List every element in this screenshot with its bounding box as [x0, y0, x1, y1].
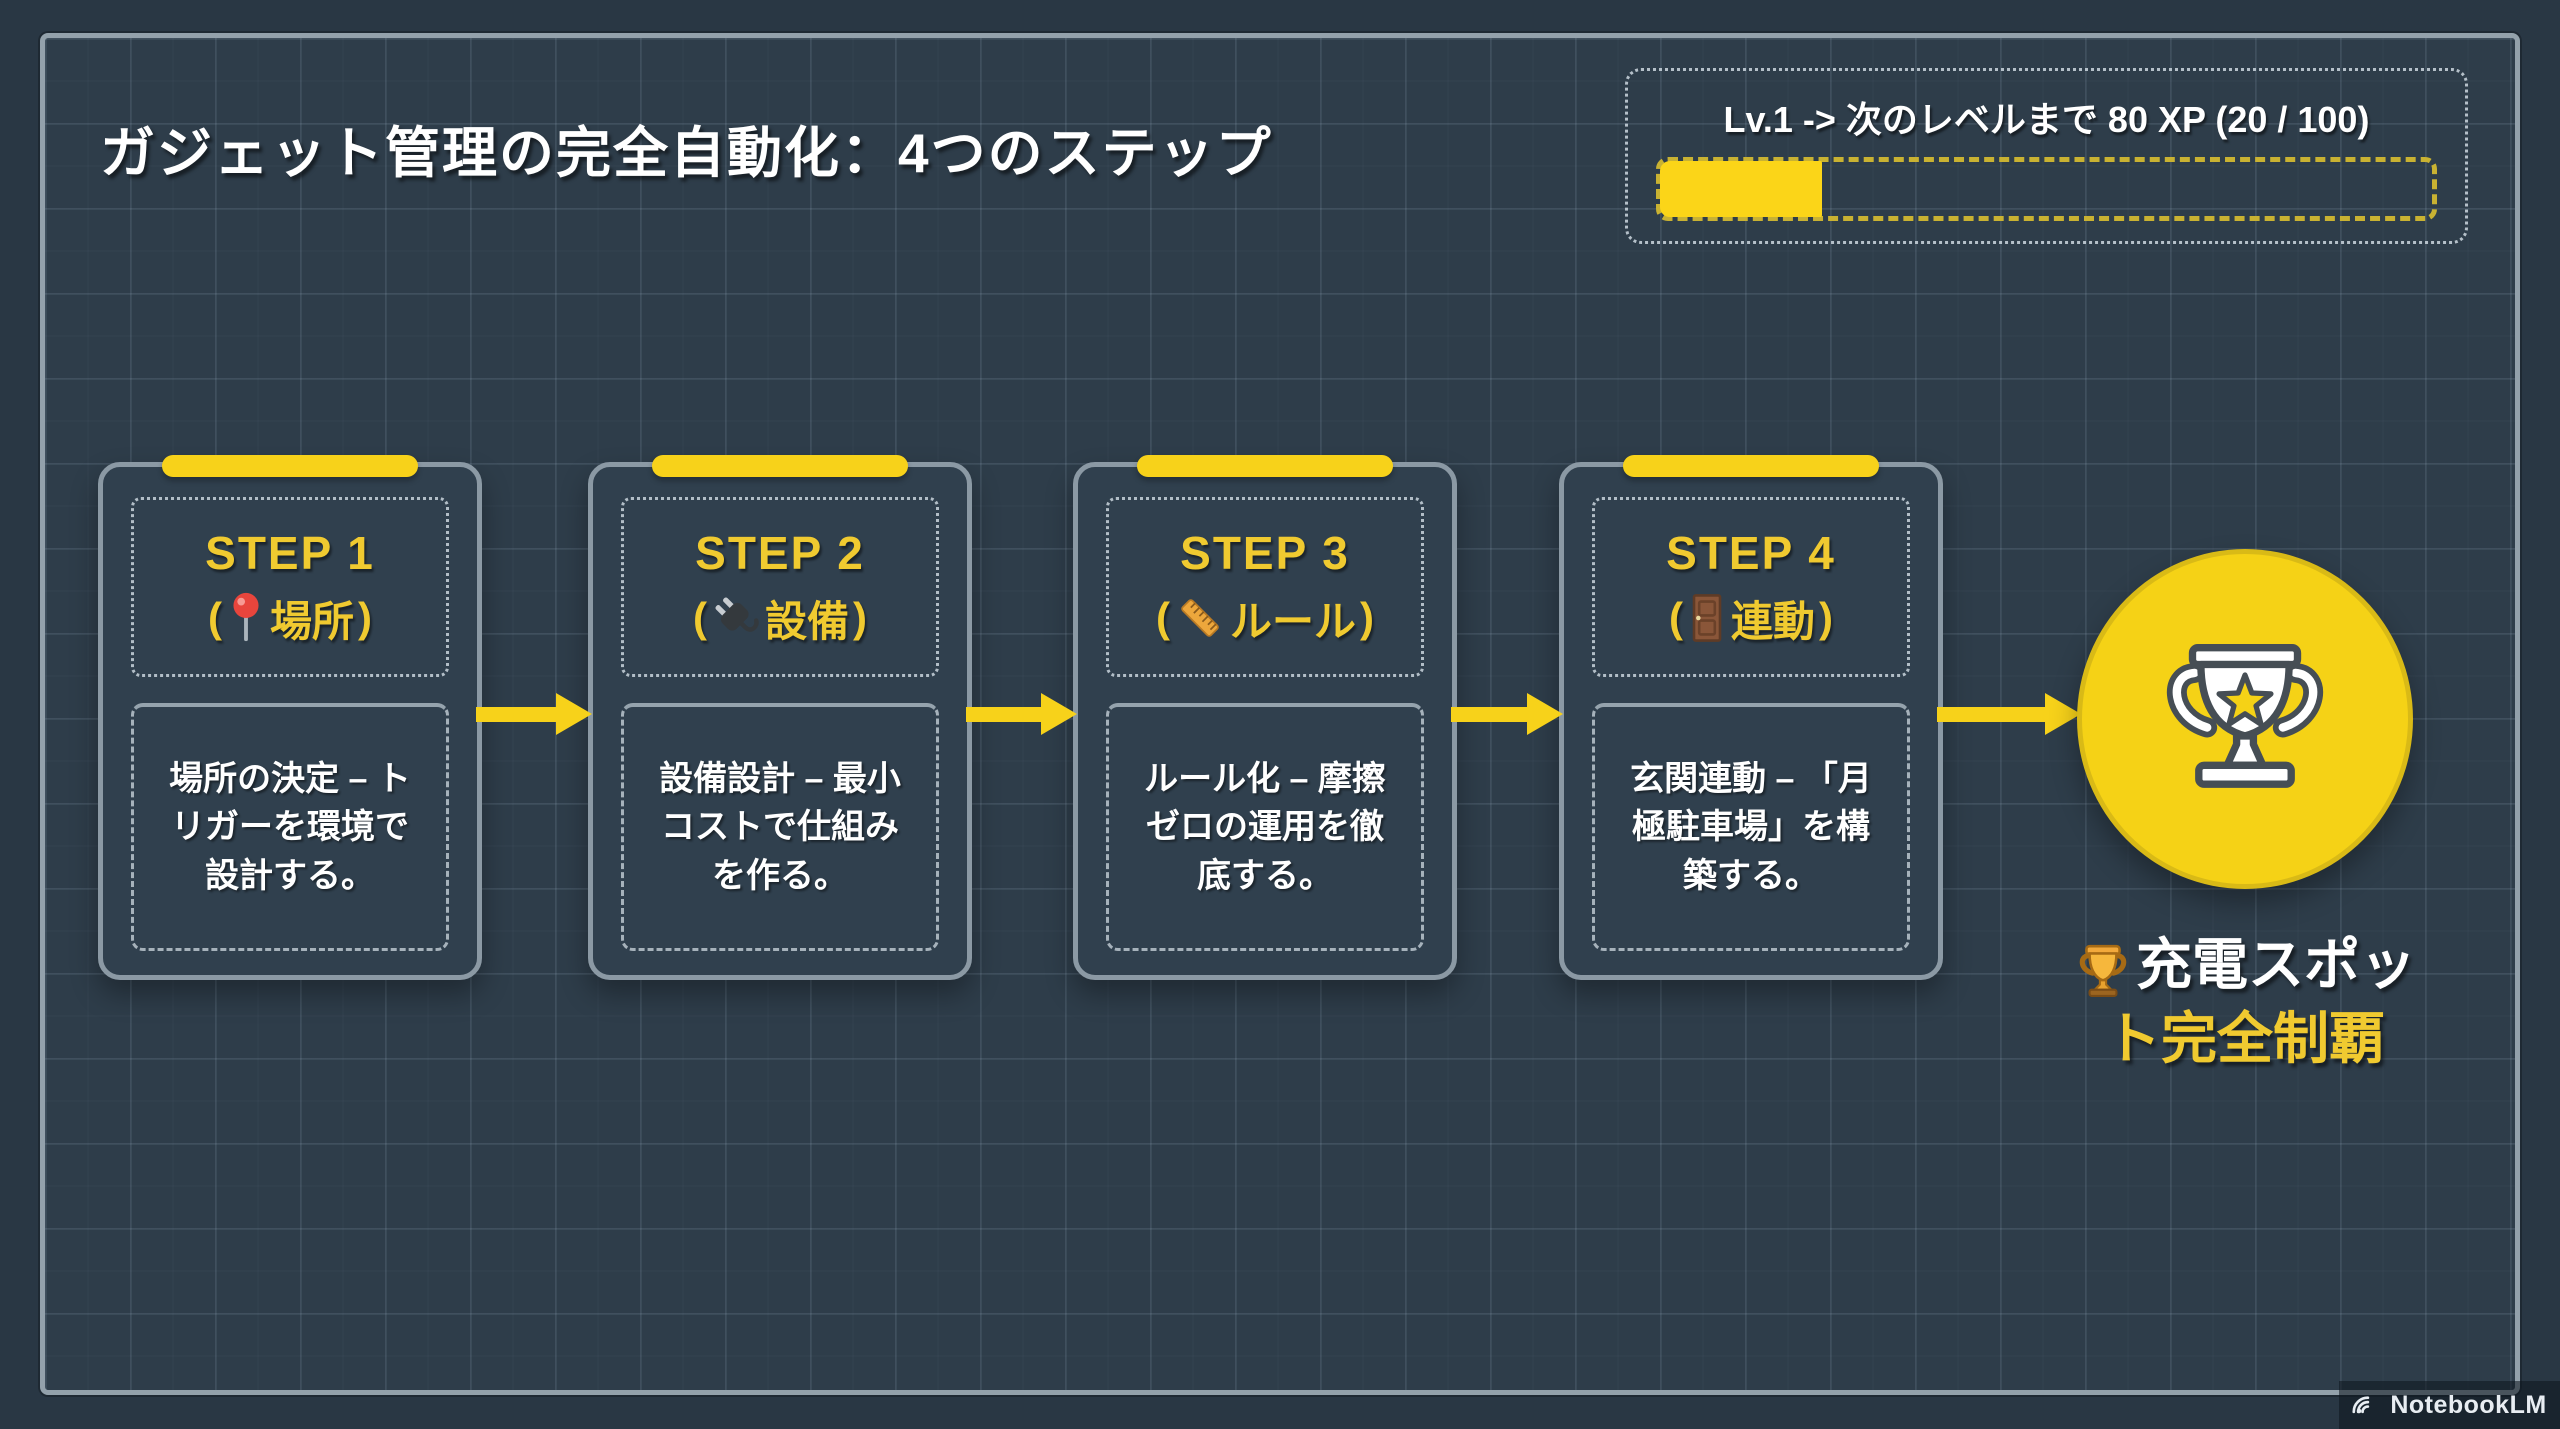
plug-icon [711, 593, 761, 643]
step-2-label: STEP 2 [695, 526, 865, 579]
card-top-pill [162, 455, 418, 477]
keyword-text: ルール [1229, 597, 1356, 645]
card-top-pill [1137, 455, 1393, 477]
notebooklm-logo-icon [2352, 1390, 2382, 1421]
step-3-description: ルール化 – 摩擦ゼロの運用を徹底する。 [1106, 703, 1424, 951]
trophy-emoji-icon [2074, 928, 2132, 1002]
paren-open: ( [1155, 594, 1170, 641]
step-card-4: STEP 4 ( 連動 ) 玄関連動 – 「月極駐車場」を構築する。 [1559, 455, 1943, 980]
ruler-icon [1174, 592, 1226, 644]
step-3-label: STEP 3 [1180, 526, 1350, 579]
trophy-badge-icon [2140, 612, 2350, 827]
step-2-keyword: ( 設備 ) [693, 588, 867, 649]
step-card-2: STEP 2 ( 設備 ) 設備設計 – [588, 455, 972, 980]
paren-open: ( [692, 594, 707, 641]
keyword-text: 連動 [1730, 597, 1815, 645]
step-3-body-text: ルール化 – 摩擦ゼロの運用を徹底する。 [1144, 760, 1386, 895]
step-4-keyword: ( 連動 ) [1669, 588, 1833, 649]
flow-arrow-2 [966, 688, 1077, 740]
flow-arrow-3 [1451, 688, 1563, 740]
step-2-description: 設備設計 – 最小コストで仕組みを作る。 [621, 703, 939, 951]
paren-close: ) [1360, 594, 1374, 641]
step-1-header: STEP 1 ( 場所 ) [131, 497, 449, 677]
card-top-pill [1623, 455, 1879, 477]
paren-close: ) [358, 594, 372, 641]
step-1-keyword: ( 場所 ) [208, 588, 372, 649]
door-icon [1687, 592, 1727, 644]
goal-caption-line2: ト完全制覇 [2105, 1006, 2385, 1070]
step-1-description: 場所の決定 – トリガーを環境で設計する。 [131, 703, 449, 951]
paren-open: ( [207, 594, 222, 641]
keyword-text: 場所 [269, 597, 354, 645]
watermark: NotebookLM [2339, 1381, 2560, 1429]
trophy-badge [2077, 549, 2413, 889]
flow-arrow-1 [476, 688, 592, 740]
step-1-body-text: 場所の決定 – トリガーを環境で設計する。 [169, 760, 411, 895]
page-title: ガジェット管理の完全自動化：4つのステップ [100, 122, 1273, 184]
step-card-1: STEP 1 ( 場所 ) 場所の決定 – トリガーを環境で設計する。 [98, 455, 482, 980]
step-3-keyword: ( [1156, 588, 1374, 649]
step-4-header: STEP 4 ( 連動 ) [1592, 497, 1910, 677]
xp-progress-bar [1656, 157, 2437, 221]
xp-progress-fill [1660, 161, 1822, 217]
keyword-text: 設備 [764, 597, 849, 645]
goal-caption-line1: 充電スポッ [2136, 933, 2416, 996]
step-3-header: STEP 3 ( [1106, 497, 1424, 677]
flow-arrow-4 [1937, 688, 2081, 740]
step-card-3: STEP 3 ( [1073, 455, 1457, 980]
paren-close: ) [1819, 594, 1833, 641]
step-2-body-text: 設備設計 – 最小コストで仕組みを作る。 [659, 760, 901, 895]
goal-caption: 充電スポッ ト完全制覇 [2005, 928, 2485, 1076]
xp-label: Lv.1 -> 次のレベルまで 80 XP (20 / 100) [1723, 99, 2370, 140]
step-4-body-text: 玄関連動 – 「月極駐車場」を構築する。 [1630, 760, 1872, 895]
xp-panel: Lv.1 -> 次のレベルまで 80 XP (20 / 100) [1625, 68, 2468, 244]
paren-open: ( [1668, 594, 1683, 641]
watermark-label: NotebookLM [2390, 1390, 2547, 1419]
step-4-description: 玄関連動 – 「月極駐車場」を構築する。 [1592, 703, 1910, 951]
step-1-label: STEP 1 [205, 526, 375, 579]
paren-close: ) [853, 594, 867, 641]
pushpin-icon [226, 591, 266, 645]
card-top-pill [652, 455, 908, 477]
step-4-label: STEP 4 [1666, 526, 1836, 579]
step-2-header: STEP 2 ( 設備 ) [621, 497, 939, 677]
